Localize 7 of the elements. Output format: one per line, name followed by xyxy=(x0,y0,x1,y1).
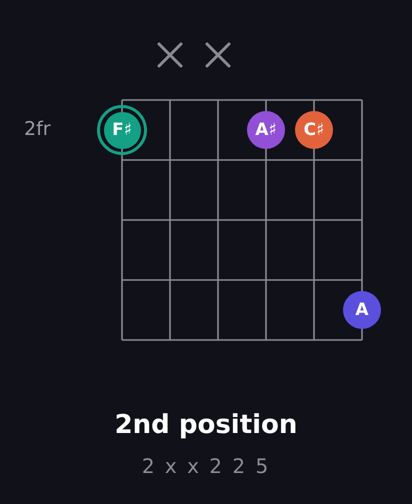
chord-title: 2nd position xyxy=(114,410,298,440)
note-dot: A♯ xyxy=(247,111,285,149)
fingering-text: 2 x x 2 2 5 xyxy=(142,454,270,478)
root-note-dot: F♯ xyxy=(97,105,147,155)
fret-number: 2fr xyxy=(24,119,51,140)
note-dot: A xyxy=(343,291,381,329)
note-dot: C♯ xyxy=(295,111,333,149)
